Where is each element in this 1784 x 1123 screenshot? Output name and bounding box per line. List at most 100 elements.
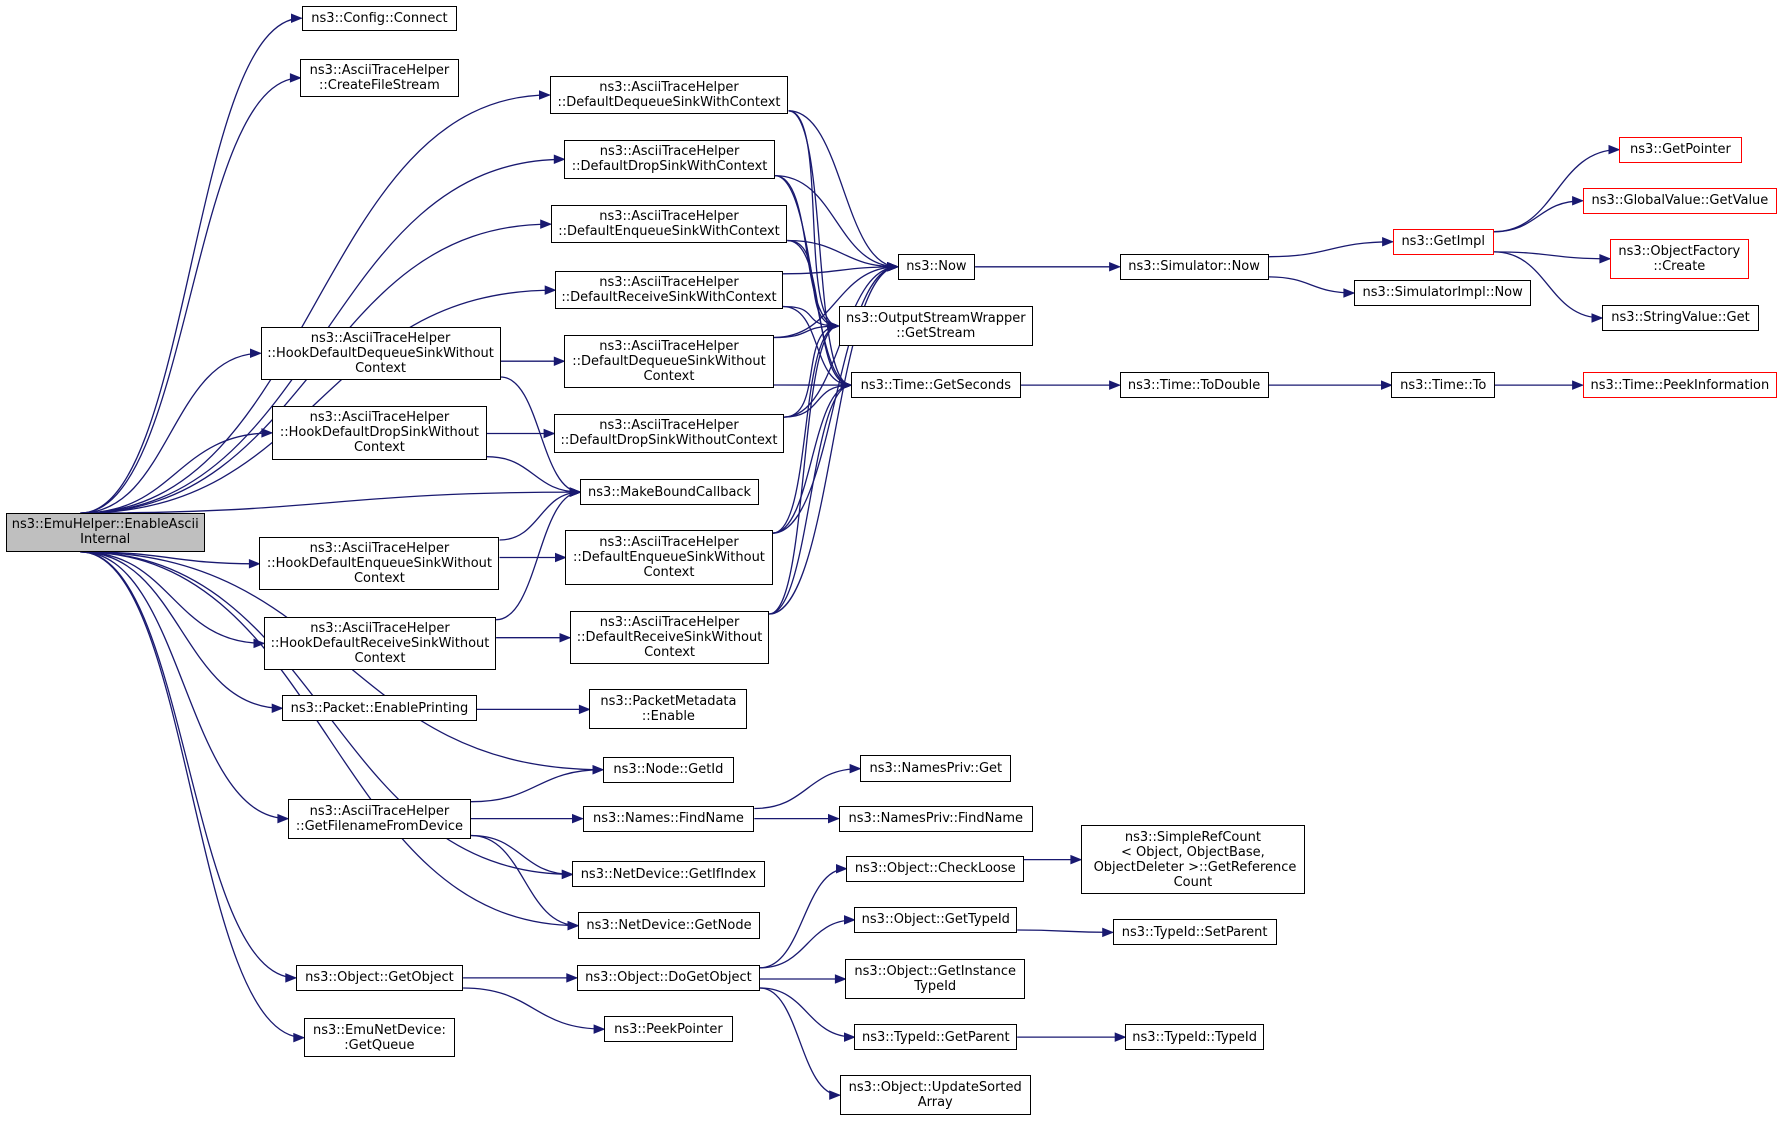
edge-getimpl-to-stringvalue-get — [1493, 251, 1603, 319]
node-hook-enqueue[interactable]: ns3::AsciiTraceHelper::HookDefaultEnqueu… — [259, 537, 500, 591]
node-label-line: ns3::NetDevice::GetNode — [586, 918, 752, 934]
node-label-line: ns3::Time::To — [1400, 377, 1487, 393]
node-time-peekinformation[interactable]: ns3::Time::PeekInformation — [1582, 372, 1778, 399]
node-hook-drop[interactable]: ns3::AsciiTraceHelper::HookDefaultDropSi… — [271, 406, 487, 460]
edge-enqueue-noctx-to-time-getseconds — [772, 384, 852, 534]
node-objectfactory-create[interactable]: ns3::ObjectFactory::Create — [1609, 238, 1749, 279]
node-label-line: ns3::AsciiTraceHelper — [309, 803, 450, 819]
node-typeid-typeid[interactable]: ns3::TypeId::TypeId — [1125, 1023, 1265, 1051]
node-names-findname[interactable]: ns3::Names::FindName — [582, 805, 755, 832]
edge-enqueue-ctx-to-time-getseconds — [787, 239, 852, 386]
node-label-line: ns3::SimulatorImpl::Now — [1362, 285, 1523, 301]
node-object-checkloose[interactable]: ns3::Object::CheckLoose — [846, 855, 1024, 882]
node-netdevice-getifindex[interactable]: ns3::NetDevice::GetIfIndex — [572, 861, 765, 888]
node-label-line: ::DefaultEnqueueSinkWithout — [573, 549, 765, 565]
node-hook-dequeue[interactable]: ns3::AsciiTraceHelper::HookDefaultDequeu… — [260, 326, 501, 380]
arrowhead-icon — [261, 428, 274, 438]
node-label-line: ns3::Time::PeekInformation — [1590, 377, 1770, 393]
node-label-line: ::DefaultDropSinkWithoutContext — [560, 433, 778, 449]
node-node-getid[interactable]: ns3::Node::GetId — [603, 756, 734, 783]
node-simulatorimpl-now[interactable]: ns3::SimulatorImpl::Now — [1353, 279, 1532, 307]
arrowhead-icon — [566, 973, 579, 983]
node-receive-noctx[interactable]: ns3::AsciiTraceHelper::DefaultReceiveSin… — [570, 610, 770, 665]
node-netdevice-getnode[interactable]: ns3::NetDevice::GetNode — [577, 912, 760, 939]
edge-hook-dequeue-to-make-bound-callback — [500, 376, 581, 493]
edge-hook-receive-to-make-bound-callback — [496, 491, 581, 621]
node-emunetdevice-getqueue[interactable]: ns3::EmuNetDevice::GetQueue — [303, 1018, 456, 1057]
arrowhead-icon — [1572, 380, 1584, 390]
node-label-line: ::DefaultReceiveSinkWithout — [576, 630, 763, 646]
arrowhead-icon — [836, 863, 848, 874]
edge-root-to-packet-enable-printing — [80, 551, 283, 709]
node-now[interactable]: ns3::Now — [897, 253, 976, 280]
node-osw-getstream[interactable]: ns3::OutputStreamWrapper::GetStream — [838, 306, 1034, 346]
node-label-line: ns3::Time::GetSeconds — [860, 377, 1011, 393]
arrowhead-icon — [1599, 254, 1612, 264]
edge-dequeue-ctx-to-now — [788, 110, 898, 268]
node-label-line: ::HookDefaultDequeueSinkWithout — [267, 345, 494, 361]
arrowhead-icon — [291, 13, 303, 23]
edge-enqueue-ctx-to-now — [787, 239, 898, 268]
node-object-getobject[interactable]: ns3::Object::GetObject — [295, 964, 464, 991]
node-time-todouble[interactable]: ns3::Time::ToDouble — [1119, 372, 1269, 399]
node-packet-metadata-enable[interactable]: ns3::PacketMetadata::Enable — [589, 689, 748, 730]
edge-object-dogetobject-to-object-updatesortedarray — [759, 987, 840, 1096]
edge-root-to-dequeue-ctx — [80, 94, 550, 514]
arrowhead-icon — [543, 428, 556, 439]
node-enqueue-ctx[interactable]: ns3::AsciiTraceHelper::DefaultEnqueueSin… — [550, 204, 788, 244]
node-dequeue-ctx[interactable]: ns3::AsciiTraceHelper::DefaultDequeueSin… — [549, 76, 789, 114]
node-label-line: ns3::TypeId::TypeId — [1132, 1029, 1257, 1045]
arrowhead-icon — [887, 262, 900, 272]
node-peek-pointer[interactable]: ns3::PeekPointer — [604, 1016, 733, 1043]
edge-get-filename-to-node-getid — [470, 769, 604, 803]
node-hook-receive[interactable]: ns3::AsciiTraceHelper::HookDefaultReceiv… — [263, 616, 497, 671]
node-drop-noctx[interactable]: ns3::AsciiTraceHelper::DefaultDropSinkWi… — [554, 414, 784, 453]
node-getpointer[interactable]: ns3::GetPointer — [1619, 136, 1742, 163]
edge-getimpl-to-globalvalue-getvalue — [1493, 200, 1583, 233]
node-packet-enable-printing[interactable]: ns3::Packet::EnablePrinting — [282, 695, 477, 722]
node-get-filename[interactable]: ns3::AsciiTraceHelper::GetFilenameFromDe… — [287, 798, 472, 839]
node-label-line: ns3::SimpleRefCount — [1124, 829, 1261, 845]
node-namespriv-get[interactable]: ns3::NamesPriv::Get — [860, 755, 1012, 782]
node-typeid-setparent[interactable]: ns3::TypeId::SetParent — [1112, 919, 1277, 946]
node-label-line: ::GetFilenameFromDevice — [295, 818, 464, 834]
node-label-line: ::DefaultDequeueSinkWithContext — [557, 94, 781, 110]
node-namespriv-findname[interactable]: ns3::NamesPriv::FindName — [838, 805, 1034, 832]
node-typeid-getparent[interactable]: ns3::TypeId::GetParent — [854, 1023, 1018, 1051]
arrowhead-icon — [569, 487, 582, 497]
node-label-line: ns3::NamesPriv::Get — [869, 761, 1003, 777]
node-receive-ctx[interactable]: ns3::AsciiTraceHelper::DefaultReceiveSin… — [555, 270, 783, 310]
node-object-dogetobject[interactable]: ns3::Object::DoGetObject — [576, 964, 760, 991]
node-stringvalue-get[interactable]: ns3::StringValue::Get — [1601, 304, 1759, 332]
edge-root-to-receive-ctx — [80, 289, 556, 514]
node-time-to[interactable]: ns3::Time::To — [1391, 372, 1495, 399]
node-label-line: ns3::AsciiTraceHelper — [310, 330, 451, 346]
edge-object-dogetobject-to-object-gettypeid — [759, 919, 855, 969]
node-object-gettypeid[interactable]: ns3::Object::GetTypeId — [854, 906, 1018, 933]
node-config-connect[interactable]: ns3::Config::Connect — [301, 5, 458, 31]
edge-drop-ctx-to-now — [774, 174, 898, 268]
arrowhead-icon — [1109, 380, 1121, 390]
node-time-getseconds[interactable]: ns3::Time::GetSeconds — [851, 372, 1021, 399]
node-simplerefcount[interactable]: ns3::SimpleRefCount< Object, ObjectBase,… — [1080, 824, 1305, 895]
node-create-file-stream[interactable]: ns3::AsciiTraceHelper::CreateFileStream — [300, 59, 459, 97]
arrowhead-icon — [1070, 854, 1083, 865]
arrowhead-icon — [828, 321, 840, 331]
arrowhead-icon — [593, 1024, 606, 1034]
edge-receive-noctx-to-now — [769, 266, 898, 615]
edge-root-to-create-file-stream — [80, 77, 301, 514]
arrowhead-icon — [285, 973, 298, 983]
node-simulator-now[interactable]: ns3::Simulator::Now — [1119, 253, 1269, 280]
node-globalvalue-getvalue[interactable]: ns3::GlobalValue::GetValue — [1582, 187, 1778, 214]
node-label-line: ns3::Now — [906, 259, 967, 275]
node-label-line: ::DefaultReceiveSinkWithContext — [561, 290, 777, 306]
node-getimpl[interactable]: ns3::GetImpl — [1392, 228, 1494, 255]
node-drop-ctx[interactable]: ns3::AsciiTraceHelper::DefaultDropSinkWi… — [564, 139, 775, 179]
node-label-line: ns3::AsciiTraceHelper — [599, 79, 739, 95]
node-enqueue-noctx[interactable]: ns3::AsciiTraceHelper::DefaultEnqueueSin… — [565, 530, 773, 585]
node-make-bound-callback[interactable]: ns3::MakeBoundCallback — [580, 478, 759, 506]
node-dequeue-noctx[interactable]: ns3::AsciiTraceHelper::DefaultDequeueSin… — [564, 334, 774, 388]
